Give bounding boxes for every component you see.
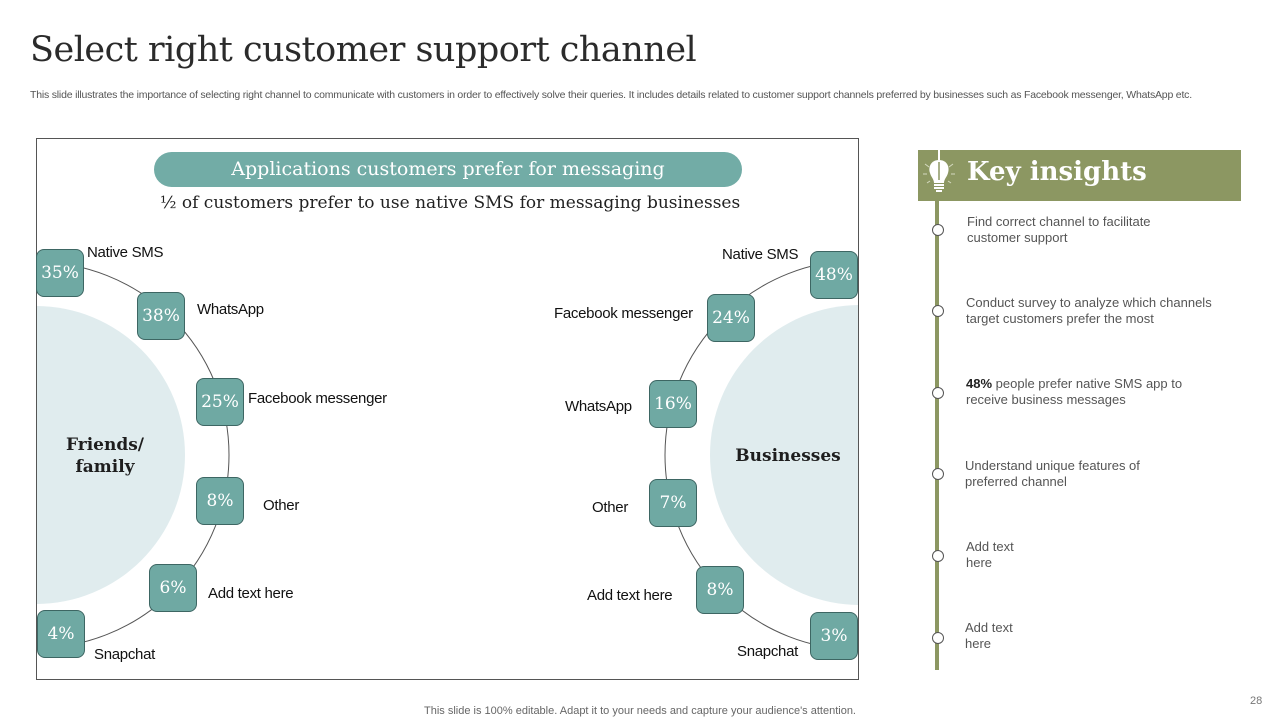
friends-family-label-line1: Friends/ xyxy=(65,435,145,455)
ff-value-box: 25% xyxy=(196,378,244,426)
insight-item: Add text here xyxy=(966,539,1036,571)
diagram-title-pill: Applications customers prefer for messag… xyxy=(154,152,742,187)
key-insights-title: Key insights xyxy=(967,157,1147,187)
page-number: 28 xyxy=(1250,695,1263,707)
biz-label: Add text here xyxy=(587,587,673,604)
key-insights-header xyxy=(918,150,1241,201)
ff-label: Snapchat xyxy=(94,646,155,663)
biz-label: Snapchat xyxy=(737,643,798,660)
ff-label: Add text here xyxy=(208,585,294,602)
timeline-dot xyxy=(932,224,944,236)
ff-value-box: 35% xyxy=(36,249,84,297)
diagram-frame xyxy=(36,138,859,680)
insight-text: people prefer native SMS app to receive … xyxy=(966,376,1183,407)
insight-item: Find correct channel to facilitate custo… xyxy=(967,214,1197,246)
key-insights-timeline xyxy=(935,201,939,670)
ff-label: Native SMS xyxy=(87,244,164,261)
biz-label: Facebook messenger xyxy=(554,305,693,322)
timeline-dot xyxy=(932,305,944,317)
insight-text: Conduct survey to analyze which channels… xyxy=(966,295,1212,326)
ff-value-box: 4% xyxy=(37,610,85,658)
slide-footer: This slide is 100% editable. Adapt it to… xyxy=(424,705,856,717)
insight-item: Add text here xyxy=(965,620,1035,652)
insight-item: 48% people prefer native SMS app to rece… xyxy=(966,376,1196,408)
diagram-subtitle: ½ of customers prefer to use native SMS … xyxy=(160,193,741,213)
timeline-dot xyxy=(932,468,944,480)
insight-text: Add text here xyxy=(966,539,1014,570)
insight-item: Conduct survey to analyze which channels… xyxy=(966,295,1246,327)
friends-family-label-line2: family xyxy=(75,457,135,477)
biz-label: Native SMS xyxy=(722,246,799,263)
insight-text: Add text here xyxy=(965,620,1013,651)
ff-value-box: 6% xyxy=(149,564,197,612)
insight-bold: 48% xyxy=(966,376,993,391)
biz-label: WhatsApp xyxy=(565,398,632,415)
friends-family-label: Friends/ family xyxy=(50,434,160,478)
slide-description: This slide illustrates the importance of… xyxy=(30,89,1192,101)
businesses-label: Businesses xyxy=(735,446,841,466)
ff-label: Other xyxy=(263,497,300,514)
timeline-dot xyxy=(932,632,944,644)
biz-value-box: 16% xyxy=(649,380,697,428)
lightbulb-icon xyxy=(923,150,955,192)
insight-text: Understand unique features of preferred … xyxy=(965,458,1140,489)
biz-value-box: 8% xyxy=(696,566,744,614)
biz-value-box: 24% xyxy=(707,294,755,342)
biz-value-box: 3% xyxy=(810,612,858,660)
biz-value-box: 48% xyxy=(810,251,858,299)
biz-label: Other xyxy=(592,499,629,516)
slide-title: Select right customer support channel xyxy=(30,30,697,70)
timeline-dot xyxy=(932,550,944,562)
timeline-dot xyxy=(932,387,944,399)
insight-text: Find correct channel to facilitate custo… xyxy=(967,214,1151,245)
ff-value-box: 38% xyxy=(137,292,185,340)
ff-label: WhatsApp xyxy=(197,301,264,318)
insight-item: Understand unique features of preferred … xyxy=(965,458,1175,490)
ff-label: Facebook messenger xyxy=(248,390,387,407)
ff-value-box: 8% xyxy=(196,477,244,525)
biz-value-box: 7% xyxy=(649,479,697,527)
